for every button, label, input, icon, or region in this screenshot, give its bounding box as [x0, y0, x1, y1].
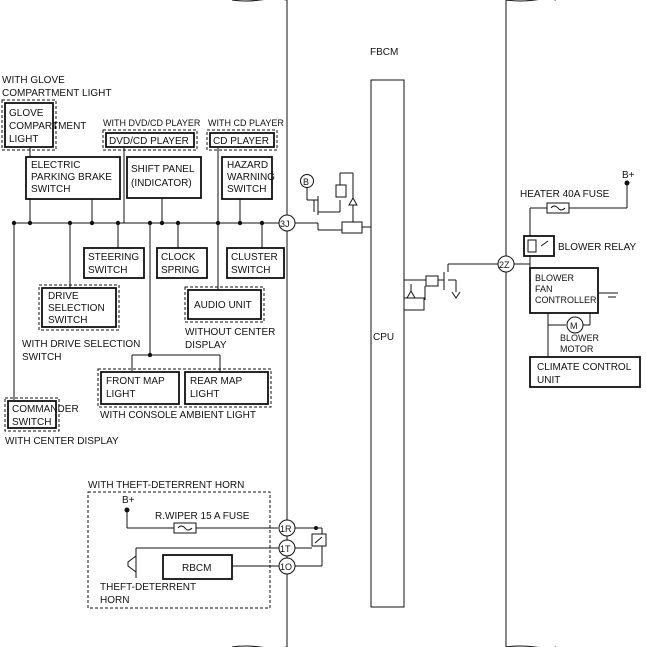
dvd-cd-player-box: DVD/CD PLAYER — [102, 129, 198, 151]
svg-text:BLOWER: BLOWER — [535, 273, 575, 283]
svg-text:GLOVE: GLOVE — [9, 108, 44, 119]
climate-unit-label-2: UNIT — [537, 375, 560, 386]
clock-spring-box: CLOCK SPRING — [156, 247, 208, 279]
svg-text:FRONT MAP: FRONT MAP — [106, 376, 165, 387]
audio-unit-box: AUDIO UNIT — [184, 286, 265, 323]
cd-player-box: CD PLAYER — [206, 129, 278, 151]
svg-text:SHIFT PANEL: SHIFT PANEL — [131, 164, 195, 175]
audio-note-1: WITHOUT CENTER — [185, 327, 275, 338]
hazard-switch-box: HAZARD WARNING SWITCH — [221, 156, 275, 200]
console-note: WITH CONSOLE AMBIENT LIGHT — [100, 410, 256, 421]
glove-note-2: COMPARTMENT LIGHT — [2, 88, 111, 99]
theft-note: WITH THEFT-DETERRENT HORN — [88, 480, 244, 491]
svg-text:SWITCH: SWITCH — [88, 265, 127, 276]
blower-circuit: HEATER 40A FUSE B+ BLOWER RELAY BLOWER F… — [514, 170, 641, 388]
svg-text:REAR MAP: REAR MAP — [190, 376, 243, 387]
svg-text:1O: 1O — [280, 562, 292, 572]
svg-text:COMPARTMENT: COMPARTMENT — [9, 121, 86, 132]
theft-horn-group: B+ R.WIPER 15 A FUSE 1R 1T 1O RBCM THEFT… — [87, 491, 327, 609]
svg-text:R.WIPER 15 A FUSE: R.WIPER 15 A FUSE — [155, 511, 250, 522]
svg-text:SWITCH: SWITCH — [227, 184, 266, 195]
svg-text:DVD/CD PLAYER: DVD/CD PLAYER — [109, 136, 189, 147]
svg-text:FAN: FAN — [535, 284, 553, 294]
fbcm-label: FBCM — [370, 47, 398, 58]
svg-text:LIGHT: LIGHT — [106, 389, 135, 400]
svg-text:B+: B+ — [122, 495, 135, 506]
shift-panel-box: SHIFT PANEL (INDICATOR) — [126, 156, 202, 199]
svg-text:CLUSTER: CLUSTER — [231, 252, 278, 263]
commander-note: WITH CENTER DISPLAY — [5, 436, 119, 447]
svg-text:SWITCH: SWITCH — [48, 315, 87, 326]
svg-text:2Z: 2Z — [499, 260, 510, 270]
svg-text:SELECTION: SELECTION — [48, 303, 105, 314]
svg-text:1R: 1R — [280, 524, 292, 534]
svg-text:DRIVE: DRIVE — [48, 291, 79, 302]
svg-text:(INDICATOR): (INDICATOR) — [131, 178, 192, 189]
heater-fuse-label: HEATER 40A FUSE — [520, 189, 610, 200]
dvd-note: WITH DVD/CD PLAYER — [103, 118, 201, 128]
steering-switch-box: STEERING SWITCH — [83, 247, 145, 279]
terminal-3j-circuit: 3J B — [270, 172, 371, 234]
svg-text:RBCM: RBCM — [182, 563, 211, 574]
svg-text:HAZARD: HAZARD — [227, 160, 268, 171]
console-ambient-group: FRONT MAP LIGHT REAR MAP LIGHT — [97, 368, 272, 408]
svg-text:ELECTRIC: ELECTRIC — [31, 160, 80, 171]
drive-note-1: WITH DRIVE SELECTION — [22, 339, 140, 350]
drive-selection-switch-box: DRIVE SELECTION SWITCH — [38, 284, 120, 331]
svg-text:CLOCK: CLOCK — [161, 252, 196, 263]
svg-text:1T: 1T — [280, 544, 291, 554]
drive-note-2: SWITCH — [22, 352, 61, 363]
svg-text:WARNING: WARNING — [227, 172, 275, 183]
parking-brake-switch-box: ELECTRIC PARKING BRAKE SWITCH — [25, 156, 121, 200]
terminal-2z-circuit: 2Z — [403, 255, 515, 311]
svg-text:HORN: HORN — [100, 595, 129, 606]
commander-switch-box: COMMANDER SWITCH — [4, 397, 79, 432]
svg-text:SWITCH: SWITCH — [12, 417, 51, 428]
glove-light-box: GLOVE COMPARTMENT LIGHT — [1, 99, 86, 151]
cpu-label: CPU — [373, 332, 394, 343]
svg-text:MOTOR: MOTOR — [560, 344, 594, 354]
svg-text:THEFT-DETERRENT: THEFT-DETERRENT — [100, 582, 196, 593]
audio-note-2: DISPLAY — [185, 340, 227, 351]
svg-text:SPRING: SPRING — [161, 265, 200, 276]
svg-text:CD PLAYER: CD PLAYER — [213, 136, 269, 147]
blower-relay-label: BLOWER RELAY — [558, 242, 636, 253]
cpu-box: CPU — [370, 79, 405, 608]
fbcm-module: FBCM — [231, 0, 556, 647]
svg-text:AUDIO UNIT: AUDIO UNIT — [194, 300, 252, 311]
svg-text:PARKING BRAKE: PARKING BRAKE — [31, 172, 112, 183]
svg-text:LIGHT: LIGHT — [190, 389, 219, 400]
svg-text:SWITCH: SWITCH — [31, 184, 70, 195]
glove-note-1: WITH GLOVE — [2, 75, 65, 86]
svg-text:COMMANDER: COMMANDER — [12, 404, 79, 415]
svg-text:B: B — [303, 177, 309, 187]
climate-unit-label-1: CLIMATE CONTROL — [537, 362, 632, 373]
svg-text:BLOWER: BLOWER — [560, 333, 600, 343]
svg-text:CONTROLLER: CONTROLLER — [535, 295, 597, 305]
svg-text:SWITCH: SWITCH — [231, 265, 270, 276]
bplus-heater: B+ — [622, 170, 635, 181]
cd-note: WITH CD PLAYER — [208, 118, 284, 128]
svg-text:3J: 3J — [280, 219, 290, 229]
cluster-switch-box: CLUSTER SWITCH — [226, 247, 285, 279]
svg-text:LIGHT: LIGHT — [9, 134, 38, 145]
svg-text:STEERING: STEERING — [88, 252, 139, 263]
svg-text:M: M — [570, 321, 578, 331]
